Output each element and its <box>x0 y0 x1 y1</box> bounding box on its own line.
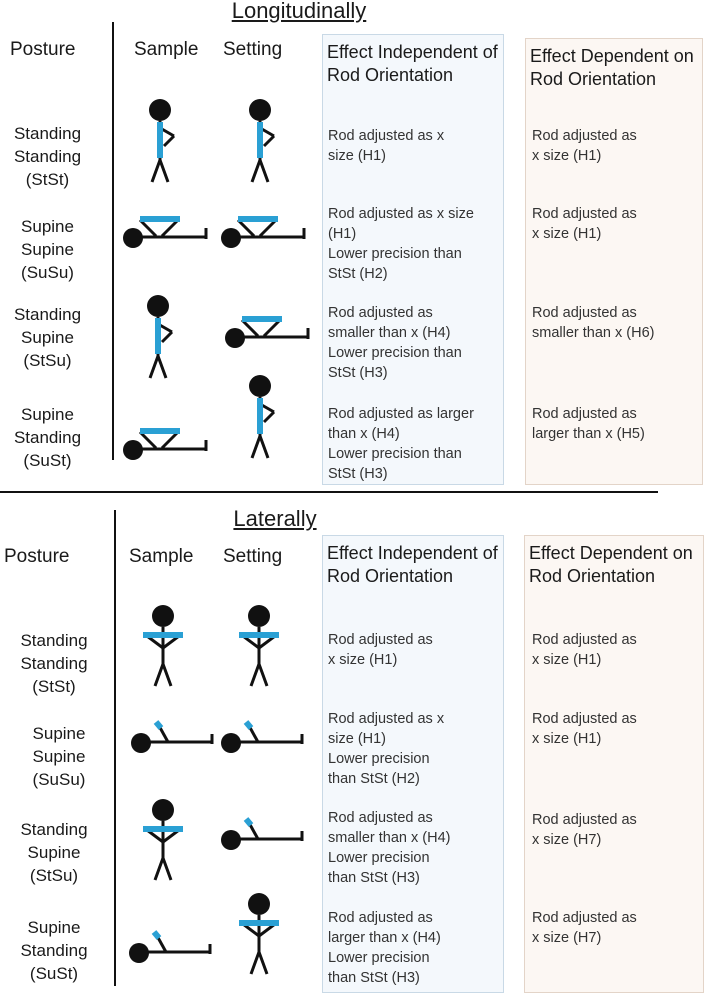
header-sample: Sample <box>129 546 194 567</box>
supine-figure-setting <box>221 817 304 850</box>
supine-figure-sample <box>129 930 212 963</box>
posture-cell: Supine Supine (SuSu) <box>32 724 86 789</box>
dependent-cell: Rod adjusted as x size (H1) <box>532 711 637 747</box>
supine-figure-sample <box>131 720 214 753</box>
header-posture: Posture <box>10 39 76 60</box>
supine-figure-sample <box>123 428 208 460</box>
posture-cell: Supine Supine (SuSu) <box>21 217 74 282</box>
supine-figure-sample <box>123 216 208 248</box>
independent-cell: Rod adjusted as x size (H1) Lower precis… <box>328 711 445 787</box>
posture-cell: Standing Supine (StSu) <box>20 820 88 885</box>
standing-figure-setting <box>249 375 276 459</box>
header-posture: Posture <box>4 546 70 567</box>
standing-figure-setting <box>239 605 279 687</box>
supine-figure-setting <box>221 216 306 248</box>
section-title-lateral: Laterally <box>233 506 317 531</box>
standing-figure-sample <box>143 799 183 881</box>
standing-figure-setting <box>249 99 276 183</box>
posture-cell: Standing Supine (StSu) <box>13 305 82 370</box>
vertical-divider <box>112 22 114 460</box>
standing-figure-sample <box>143 605 183 687</box>
header-independent: Effect Independent of Rod Orientation <box>327 543 498 586</box>
header-independent: Effect Independent of Rod Orientation <box>327 42 498 85</box>
posture-cell: Supine Standing (SuSt) <box>13 405 82 470</box>
standing-figure-sample <box>147 295 174 379</box>
posture-cell: Standing Standing (StSt) <box>13 124 82 189</box>
section-title-longitudinal: Longitudinally <box>231 0 367 23</box>
header-setting: Setting <box>223 39 283 60</box>
dependent-cell: Rod adjusted as x size (H1) <box>532 632 637 668</box>
posture-cell: Supine Standing (SuSt) <box>20 918 88 983</box>
independent-column: Effect Independent of Rod Orientation <box>322 34 504 485</box>
dependent-cell: Rod adjusted as x size (H1) <box>532 206 637 242</box>
supine-figure-setting <box>221 720 304 753</box>
supine-figure-setting <box>225 316 310 348</box>
dependent-column: Effect Dependent on Rod Orientation <box>524 535 704 993</box>
dependent-cell: Rod adjusted as x size (H7) <box>532 910 637 946</box>
independent-cell: Rod adjusted as larger than x (H4) Lower… <box>328 406 474 482</box>
dependent-column: Effect Dependent on Rod Orientation <box>525 38 703 485</box>
header-dependent: Effect Dependent on Rod Orientation <box>529 543 693 586</box>
independent-column: Effect Independent of Rod Orientation <box>322 535 504 993</box>
independent-cell: Rod adjusted as smaller than x (H4) Lowe… <box>328 305 462 381</box>
header-setting: Setting <box>223 546 283 567</box>
vertical-divider <box>114 510 116 986</box>
standing-figure-setting <box>239 893 279 975</box>
header-sample: Sample <box>134 39 199 60</box>
independent-cell: Rod adjusted as x size (H1) <box>328 632 433 668</box>
dependent-cell: Rod adjusted as x size (H1) <box>532 128 637 164</box>
header-dependent: Effect Dependent on Rod Orientation <box>530 46 694 89</box>
independent-cell: Rod adjusted as larger than x (H4) Lower… <box>328 910 441 986</box>
standing-figure-sample <box>149 99 176 183</box>
independent-cell: Rod adjusted as x size (H1) Lower precis… <box>328 206 474 282</box>
independent-cell: Rod adjusted as x size (H1) <box>328 128 445 164</box>
dependent-cell: Rod adjusted as x size (H7) <box>532 812 637 848</box>
dependent-cell: Rod adjusted as larger than x (H5) <box>532 406 645 442</box>
section-divider <box>0 491 658 493</box>
dependent-cell: Rod adjusted as smaller than x (H6) <box>532 305 655 341</box>
independent-cell: Rod adjusted as smaller than x (H4) Lowe… <box>328 810 451 886</box>
posture-cell: Standing Standing (StSt) <box>20 631 88 696</box>
